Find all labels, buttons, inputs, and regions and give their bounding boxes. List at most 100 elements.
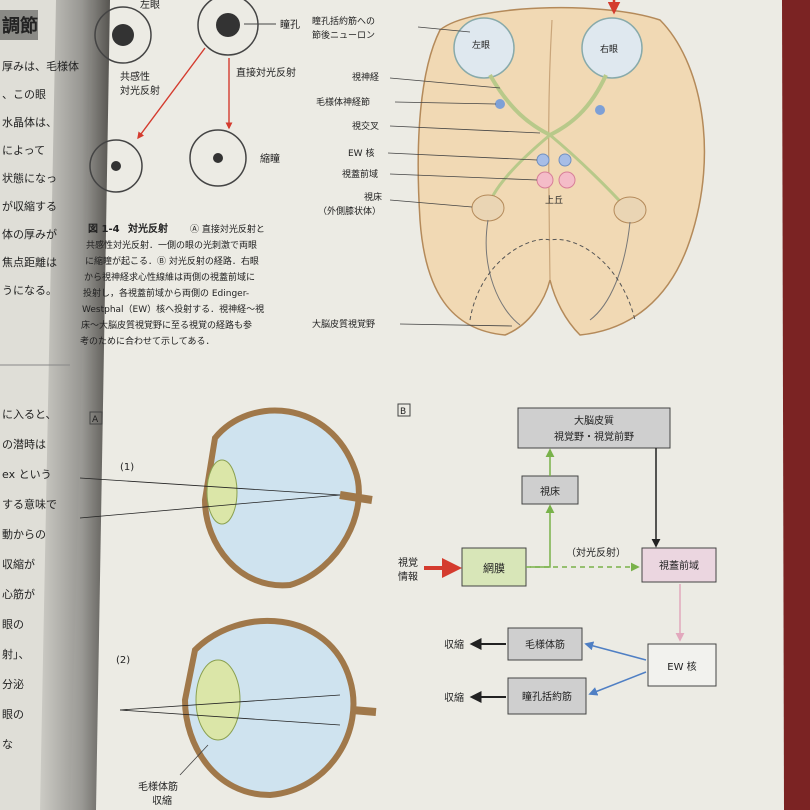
lens-2 (195, 659, 241, 741)
contract-label-2: 収縮 (444, 691, 464, 704)
brain-label-ciliary-ganglion: 毛様体神経節 (316, 96, 370, 108)
brain-label-lgn: （外側膝状体） (318, 205, 381, 217)
caption-line-3: から視神経求心性線維は両側の視蓋前域に (84, 271, 255, 283)
left-text-line: 射」、 (2, 647, 30, 661)
caption-number: 図 1-4 (88, 223, 120, 235)
box-retina (461, 547, 527, 587)
panel-a-tag: A (92, 415, 99, 425)
panel-b-tag: B (400, 407, 406, 417)
eye-bottom-right (189, 129, 247, 187)
label-miosis: 縮瞳 (260, 152, 280, 165)
panel-a: A (1) (2) 毛様体筋 収縮 (79, 407, 377, 807)
box-cortex (517, 407, 671, 449)
brain-left-eye-label: 左眼 (472, 39, 490, 51)
brain-label-thalamus: 視床 (364, 191, 382, 203)
pupil-diagram: 左眼 瞳孔 共感性 対光反射 直接対光反射 縮瞳 (89, 0, 300, 193)
label-pupil: 瞳孔 (280, 18, 300, 31)
box-pretectum (641, 547, 717, 583)
eye-1 (201, 407, 362, 589)
ew-to-ciliary-arrow (584, 641, 647, 661)
left-text-line: 状態になっ (2, 171, 57, 185)
left-text-line: 眼の (2, 708, 24, 721)
panel-a-case1: (1) (120, 462, 134, 473)
left-text-line: によって (2, 144, 45, 157)
ew-to-sphincter-arrow (588, 671, 647, 696)
lens-1 (206, 459, 238, 525)
input-label-1: 視覚 (398, 556, 418, 569)
input-label-2: 情報 (398, 570, 418, 583)
brain-label-visual-cortex: 大脳皮質視覚野 (312, 318, 375, 330)
gutter-shadow (40, 0, 110, 810)
eye-top-right (197, 0, 259, 56)
ciliary-contract-label-2: 収縮 (152, 794, 172, 807)
eye-bottom-left (89, 139, 143, 193)
left-text-line: な (2, 738, 13, 751)
figure-caption: 図 1-4 対光反射 Ⓐ 直接対光反射と 共感性対光反射．一側の眼の光刺激で両眼… (80, 222, 265, 347)
reflex-label: （対光反射） (566, 546, 626, 559)
pupil-large-left (112, 24, 134, 46)
box-ciliary (507, 627, 583, 661)
ciliary-ganglion-left (495, 99, 505, 109)
left-text-line: 水晶体は、 (2, 115, 57, 129)
caption-line-0: Ⓐ 直接対光反射と (190, 223, 265, 235)
brain-label-ew: EW 核 (348, 147, 374, 159)
left-text-line: 眼の (2, 618, 24, 631)
caption-line-1: 共感性対光反射．一側の眼の光刺激で両眼 (86, 239, 257, 251)
box-retina-label: 網膜 (483, 561, 505, 575)
left-text-line: 厚みは、毛様体 (2, 59, 79, 73)
caption-line-4: 投射し，各視蓋前域から両側の Edinger- (83, 287, 249, 299)
ciliary-contract-label-1: 毛様体筋 (138, 780, 178, 793)
caption-line-7: 考のために合わせて示してある． (80, 335, 214, 347)
consensual-arrow (137, 47, 206, 140)
left-text-line: が収縮する (2, 199, 57, 213)
left-text-line: 体の厚みが (2, 227, 57, 241)
caption-line-5: Westphal（EW）核へ投射する．視神経～視 (82, 303, 264, 315)
brain-label-postganglionic-1: 瞳孔括約筋への (312, 15, 375, 27)
label-direct: 直接対光反射 (236, 66, 296, 79)
pupil-large-right (216, 13, 240, 37)
brain-diagram: 左眼 右眼 上丘 瞳孔括約筋への 節後ニューロン 視神経 毛様体神経節 (312, 0, 706, 336)
contract-label-1: 収縮 (444, 638, 464, 651)
left-text-line: 、この眼 (2, 88, 46, 101)
pupil-small-left (111, 161, 121, 171)
left-text-line: する意味で (2, 497, 57, 511)
caption-line-2: に縮瞳が起こる．Ⓑ 対光反射の経路．右眼 (85, 255, 259, 267)
caption-line-6: 床～大脳皮質視覚野に至る視覚の経路も参 (81, 319, 252, 331)
left-text-line: に入ると、 (2, 408, 57, 421)
left-text-line: 心筋が (2, 587, 35, 601)
brain-label-superior-colliculus: 上丘 (545, 195, 563, 206)
label-consensual-1: 共感性 (120, 70, 150, 83)
box-thalamus-label: 視床 (540, 485, 560, 498)
left-text-line: 分泌 (2, 678, 24, 691)
box-ew (647, 643, 717, 687)
box-ciliary-label: 毛様体筋 (525, 638, 565, 651)
box-pretectum-label: 視蓋前域 (659, 559, 699, 572)
label-left-eye: 左眼 (140, 0, 160, 11)
brain-label-pretectum: 視蓋前域 (342, 168, 378, 180)
left-text-line: うになる。 (2, 284, 57, 297)
left-text-line: ex という (2, 468, 52, 481)
box-ew-label: EW 核 (667, 660, 696, 673)
panel-a-case2: (2) (116, 655, 130, 666)
brain-label-optic-nerve: 視神経 (352, 71, 379, 83)
box-sphincter-label: 瞳孔括約筋 (522, 690, 572, 703)
box-cortex-line1: 大脳皮質 (574, 414, 614, 427)
brain-label-chiasm: 視交叉 (352, 120, 379, 132)
left-text-line: 動からの (2, 527, 46, 541)
left-heading: 調節 (2, 15, 38, 37)
panel-b: B 大脳皮質 視覚野・視覚前野 視床 視覚 情報 網膜 （対光反射） 視蓋前域 … (397, 403, 717, 715)
caption-title: 対光反射 (127, 222, 168, 235)
brain-left-eye (453, 17, 515, 79)
eye-top-left (94, 6, 152, 64)
pupil-small-right (213, 153, 223, 163)
brain-right-eye (581, 17, 643, 79)
label-consensual-2: 対光反射 (120, 84, 160, 97)
box-sphincter (507, 677, 587, 715)
brain-right-eye-label: 右眼 (600, 43, 618, 55)
left-text-line: の潜時は (2, 437, 46, 451)
left-page-text: 調節 厚みは、毛様体、この眼水晶体は、によって状態になっが収縮する体の厚みが焦点… (0, 10, 79, 751)
ciliary-ganglion-right (595, 105, 605, 115)
retina-to-thalamus-arrow (530, 504, 555, 568)
box-cortex-line2: 視覚野・視覚前野 (554, 430, 634, 443)
